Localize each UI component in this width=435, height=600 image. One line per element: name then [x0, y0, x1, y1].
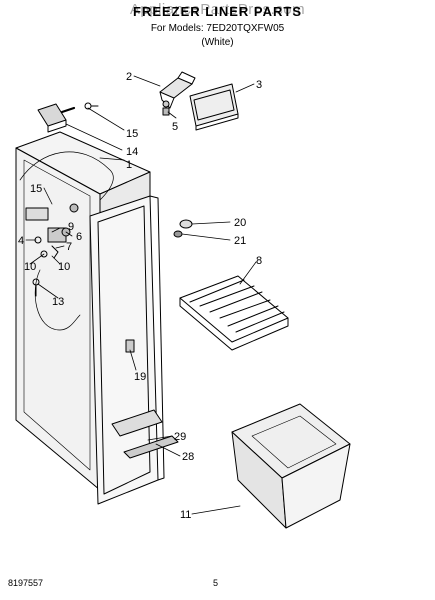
callout-20: 20 — [234, 217, 246, 229]
leader-lines — [25, 75, 257, 515]
callout-1: 1 — [126, 159, 132, 171]
part-wire-shelf — [179, 275, 289, 351]
callout-3: 3 — [256, 79, 262, 91]
callout-4: 4 — [18, 235, 24, 247]
watermark: AppliancePartsPros.com — [129, 1, 306, 18]
diagram-title: FREEZER LINER PARTS — [133, 4, 302, 19]
part-nut-washer — [173, 219, 193, 238]
part-freezer-liner — [15, 131, 151, 491]
page-number: 5 — [213, 578, 219, 588]
callout-13: 13 — [52, 296, 64, 308]
callout-11: 11 — [180, 509, 191, 521]
color-variant: (White) — [201, 37, 234, 48]
callout-19: 19 — [134, 371, 146, 383]
part-ice-bin — [231, 403, 351, 529]
part-top-bracket — [37, 102, 99, 133]
callout-5: 5 — [172, 121, 178, 133]
part-tray — [189, 83, 239, 131]
callout-15-left: 15 — [30, 183, 42, 195]
callout-28: 28 — [182, 451, 194, 463]
callout-6: 6 — [76, 231, 82, 243]
part-inner-liner — [89, 195, 165, 505]
callout-9: 9 — [68, 221, 74, 233]
callout-labels: 2 3 5 15 14 1 15 9 6 4 7 10 10 13 20 21 … — [18, 71, 262, 521]
model-number: For Models: 7ED20TQXFW05 — [150, 23, 285, 34]
document-number: 8197557 — [8, 578, 44, 588]
callout-7: 7 — [66, 241, 72, 253]
part-hinge-bracket — [159, 71, 196, 116]
callout-15-top: 15 — [126, 128, 138, 140]
callout-8: 8 — [256, 255, 262, 267]
callout-10-a: 10 — [24, 261, 36, 273]
part-bottom-rail — [111, 409, 179, 459]
callout-10-b: 10 — [58, 261, 70, 273]
callout-21: 21 — [234, 235, 246, 247]
callout-2: 2 — [126, 71, 132, 83]
callout-14: 14 — [126, 146, 138, 158]
callout-29: 29 — [174, 431, 186, 443]
